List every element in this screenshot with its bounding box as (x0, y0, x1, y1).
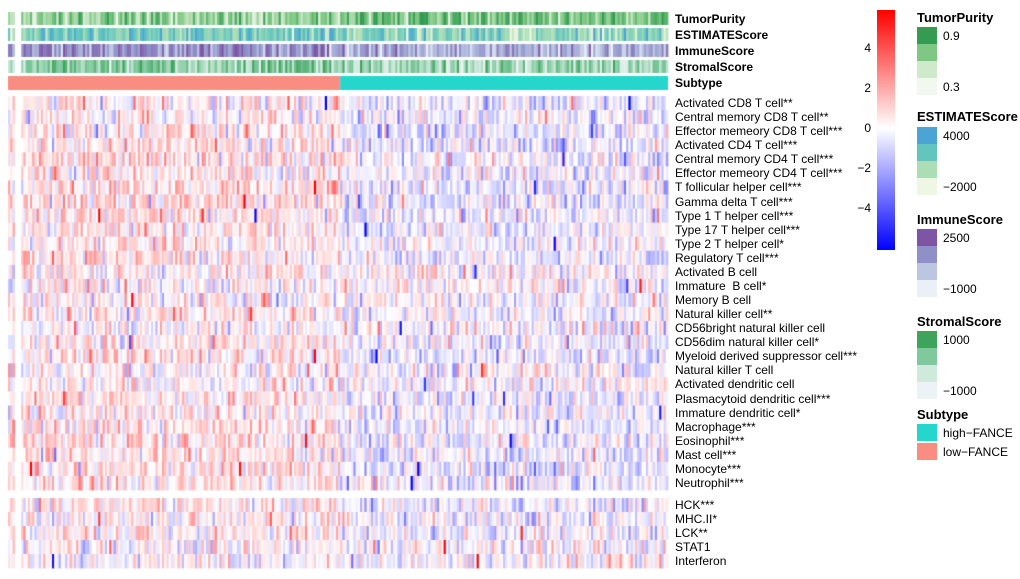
legend-swatch (917, 78, 937, 95)
row-label: Neutrophil*** (675, 475, 744, 490)
colorbar-tick-label: 0 (864, 121, 871, 135)
legend-value-high−FANCE: high−FANCE (943, 425, 1013, 440)
row-label: CD56dim natural killer cell* (675, 335, 820, 350)
row-label: MHC.II* (675, 512, 717, 526)
legend-title-ESTIMATEScore: ESTIMATEScore (917, 109, 1018, 124)
legend-swatch (917, 331, 937, 348)
legend-swatch (917, 144, 937, 161)
row-label: Activated CD4 T cell*** (675, 138, 798, 153)
row-label: Plasmacytoid dendritic cell*** (675, 391, 831, 406)
legend-value-bottom: −2000 (943, 179, 977, 194)
annotation-label-2: ImmuneScore (675, 44, 755, 58)
legend-title-StromalScore: StromalScore (917, 314, 1002, 329)
legend-swatch (917, 280, 937, 297)
legend-swatch (917, 246, 937, 263)
colorbar-tick-label: −4 (857, 201, 871, 215)
row-label: Eosinophil*** (675, 433, 745, 448)
row-label: Central memory CD4 T cell*** (675, 152, 834, 167)
row-label: Activated CD8 T cell** (675, 96, 793, 111)
legend-swatch (917, 44, 937, 61)
legend-swatch-high−FANCE (917, 424, 937, 441)
legend-swatch (917, 365, 937, 382)
legend-swatch-low−FANCE (917, 443, 937, 460)
colorbar-tick-label: 2 (864, 81, 871, 95)
row-label: Type 1 T helper cell*** (675, 208, 794, 223)
colorbar-gradient (877, 10, 895, 250)
legend-value-top: 4000 (943, 128, 970, 143)
legend-title-ImmuneScore: ImmuneScore (917, 212, 1003, 227)
row-label: Type 17 T helper cell*** (675, 222, 800, 237)
legend-swatch (917, 263, 937, 280)
annotation-label-1: ESTIMATEScore (675, 28, 769, 42)
annotation-label-subtype: Subtype (675, 76, 723, 90)
colorbar-tick-label: −2 (857, 161, 871, 175)
row-label: Immature B cell* (675, 278, 767, 293)
row-label: Regulatory T cell*** (675, 250, 779, 265)
legend-value-low−FANCE: low−FANCE (943, 444, 1009, 459)
row-label: Natural killer cell** (675, 307, 773, 322)
row-label: Effector memeory CD8 T cell*** (675, 124, 843, 139)
legend-swatch (917, 61, 937, 78)
legend-value-top: 2500 (943, 230, 970, 245)
legend-swatch (917, 127, 937, 144)
row-label: Myeloid derived suppressor cell*** (675, 349, 858, 364)
legend-value-bottom: 0.3 (943, 79, 960, 94)
row-label: CD56bright natural killer cell (675, 321, 826, 336)
annotation-label-3: StromalScore (675, 60, 754, 74)
row-label: Central memory CD8 T cell** (675, 110, 829, 125)
row-label: Monocyte*** (675, 461, 742, 476)
row-label: Interferon (675, 554, 727, 568)
legend-value-bottom: −1000 (943, 281, 977, 296)
row-label: Gamma delta T cell*** (675, 194, 793, 209)
legend-swatch (917, 161, 937, 178)
legend-value-top: 1000 (943, 332, 970, 347)
row-label: Macrophage*** (675, 419, 756, 434)
row-label: Mast cell*** (675, 447, 737, 462)
row-label: STAT1 (675, 540, 711, 554)
row-label: LCK** (675, 526, 708, 540)
row-label: Activated dendritic cell (675, 377, 795, 392)
legend-swatch (917, 27, 937, 44)
row-label: HCK*** (675, 498, 715, 512)
row-label: Effector memeory CD4 T cell*** (675, 166, 843, 181)
legend-title-TumorPurity: TumorPurity (917, 10, 994, 25)
legend-title-subtype: Subtype (917, 407, 969, 422)
legend-value-top: 0.9 (943, 28, 960, 43)
row-label: Memory B cell (675, 293, 752, 308)
row-label: Immature dendritic cell* (675, 405, 801, 420)
row-label: Activated B cell (675, 264, 758, 279)
legend-swatch (917, 382, 937, 399)
legend-swatch (917, 178, 937, 195)
annotation-label-0: TumorPurity (675, 12, 746, 26)
colorbar-tick-label: 4 (864, 41, 871, 55)
row-label: Natural killer T cell (675, 363, 774, 378)
legend-value-bottom: −1000 (943, 383, 977, 398)
row-label: Type 2 T helper cell* (675, 236, 784, 251)
legend-swatch (917, 229, 937, 246)
legend-swatch (917, 348, 937, 365)
row-label: T follicular helper cell*** (675, 180, 802, 195)
